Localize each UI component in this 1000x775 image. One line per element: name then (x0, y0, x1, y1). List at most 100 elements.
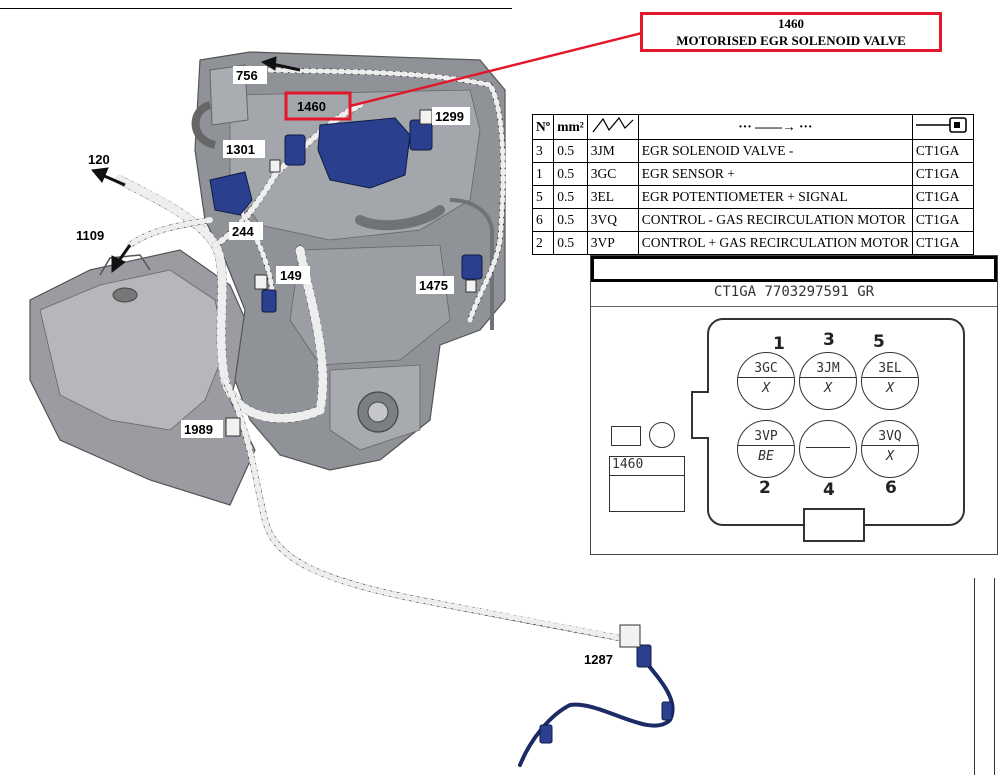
cell-connector: CT1GA (911, 208, 974, 232)
table-header-row: Nº mm² ··· ——→ ··· (531, 114, 974, 140)
component-code: 1460 (778, 16, 804, 31)
arrows (91, 56, 301, 274)
pin-wire-color: X (886, 449, 894, 464)
wiring-harness (115, 67, 675, 767)
cell-pin: 3 (531, 139, 555, 163)
pin-number-2: 2 (759, 478, 771, 498)
callout-1989: 1989 (184, 422, 213, 437)
highlight-1460 (284, 31, 643, 121)
header-pin-number: Nº (531, 114, 555, 140)
cell-connector: CT1GA (911, 162, 974, 186)
callout-1460: 1460 (297, 99, 326, 114)
square-symbol (611, 426, 641, 446)
callout-244: 244 (232, 224, 254, 239)
connector-reference: CT1GA 7703297591 GR (713, 284, 875, 300)
pin-wire-code: 3VP (738, 429, 794, 446)
header-wire-icon (586, 114, 639, 140)
connector-plug-icon (915, 117, 967, 133)
table-row: 3 0.5 3JM EGR SOLENOID VALVE - CT1GA (531, 139, 974, 163)
pin-number-6: 6 (885, 478, 897, 498)
callout-1475: 1475 (419, 278, 448, 293)
page-edge-rule (974, 578, 975, 775)
housing-side-tab (691, 391, 709, 439)
pin-number-5: 5 (873, 332, 885, 352)
cell-section: 0.5 (553, 208, 588, 232)
component-parts (209, 117, 673, 744)
cell-section: 0.5 (553, 162, 588, 186)
pin-wire-color: X (762, 381, 770, 396)
table-row: 2 0.5 3VP CONTROL + GAS RECIRCULATION MO… (531, 231, 974, 255)
divider (806, 447, 850, 448)
header-cross-section: mm² (553, 114, 588, 140)
callout-1109: 1109 (76, 228, 104, 243)
table-row: 1 0.5 3GC EGR SENSOR + CT1GA (531, 162, 974, 186)
cell-wire: 3GC (586, 162, 639, 186)
pin-wire-color: X (886, 381, 894, 396)
callout-1301: 1301 (226, 142, 255, 157)
connector-code-box: 1460 (609, 456, 685, 512)
header-connector-icon (911, 114, 974, 140)
circle-symbol (649, 422, 675, 448)
callout-1287: 1287 (584, 652, 613, 667)
gearbox (29, 249, 256, 506)
cell-section: 0.5 (553, 231, 588, 255)
pin-cavity-5: 3EL X (861, 352, 919, 410)
wire-zigzag-icon (592, 116, 634, 133)
cell-section: 0.5 (553, 185, 588, 209)
table-row: 5 0.5 3EL EGR POTENTIOMETER + SIGNAL CT1… (531, 185, 974, 209)
pin-wire-code: 3EL (862, 361, 918, 378)
pin-cavity-2: 3VP BE (737, 420, 795, 478)
callout-149: 149 (280, 268, 302, 283)
pin-wire-code: 3GC (738, 361, 794, 378)
pin-wire-color: BE (758, 449, 774, 464)
cell-function: EGR SENSOR + (637, 162, 913, 186)
component-title-box: 1460 MOTORISED EGR SOLENOID VALVE (640, 12, 942, 52)
connector-pinout-panel: CT1GA 7703297591 GR 1460 1 3 5 2 4 6 3GC… (590, 255, 998, 555)
cell-function: EGR SOLENOID VALVE - (637, 139, 913, 163)
connector-header-bar (591, 256, 997, 282)
pin-wire-color: X (824, 381, 832, 396)
page-edge-rule (994, 578, 995, 775)
cell-connector: CT1GA (911, 185, 974, 209)
egr-valve-1460 (317, 117, 411, 189)
cell-pin: 2 (531, 231, 555, 255)
table-row: 6 0.5 3VQ CONTROL - GAS RECIRCULATION MO… (531, 208, 974, 232)
pin-cavity-3: 3JM X (799, 352, 857, 410)
cell-wire: 3VQ (586, 208, 639, 232)
callout-boxes (181, 66, 621, 668)
cell-pin: 1 (531, 162, 555, 186)
cell-wire: 3VP (586, 231, 639, 255)
pin-number-3: 3 (823, 330, 835, 350)
connector-code: 1460 (612, 457, 644, 472)
pin-cavity-4 (799, 420, 857, 478)
callout-120: 120 (88, 152, 110, 167)
pin-cavity-1: 3GC X (737, 352, 795, 410)
header-function: ··· ——→ ··· (637, 114, 913, 140)
cell-pin: 5 (531, 185, 555, 209)
pin-number-4: 4 (823, 480, 835, 500)
cell-function: EGR POTENTIOMETER + SIGNAL (637, 185, 913, 209)
cell-connector: CT1GA (911, 231, 974, 255)
cell-wire: 3JM (586, 139, 639, 163)
cell-function: CONTROL - GAS RECIRCULATION MOTOR (637, 208, 913, 232)
divider (591, 306, 997, 307)
pin-wire-code: 3VQ (862, 429, 918, 446)
connector-plugs (225, 109, 641, 648)
cell-function: CONTROL + GAS RECIRCULATION MOTOR (637, 231, 913, 255)
pin-wire-code (800, 429, 856, 430)
pin-wire-code: 3JM (800, 361, 856, 378)
housing-latch (803, 508, 865, 542)
component-name: MOTORISED EGR SOLENOID VALVE (676, 33, 906, 48)
cell-pin: 6 (531, 208, 555, 232)
pin-number-1: 1 (773, 334, 785, 354)
divider (610, 475, 684, 476)
pin-assignment-table: Nº mm² ··· ——→ ··· 3 0.5 3JM EGR SOLENOI… (531, 114, 974, 255)
cell-section: 0.5 (553, 139, 588, 163)
cell-wire: 3EL (586, 185, 639, 209)
callout-756: 756 (236, 68, 258, 83)
cell-connector: CT1GA (911, 139, 974, 163)
callout-1299: 1299 (435, 109, 464, 124)
pin-cavity-6: 3VQ X (861, 420, 919, 478)
top-rule (0, 8, 512, 9)
